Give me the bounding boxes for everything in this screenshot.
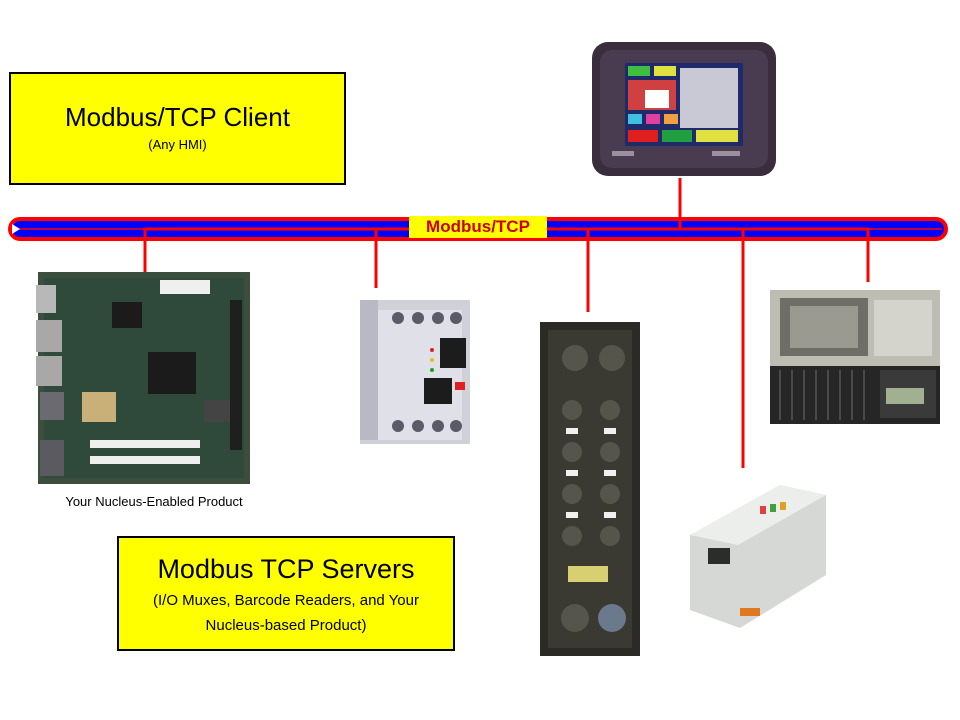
din-rail-gateway-image: [360, 300, 470, 444]
servers-subtitle-line1: (I/O Muxes, Barcode Readers, and Your: [153, 592, 419, 609]
product-caption: Your Nucleus-Enabled Product: [65, 494, 243, 509]
io-coupler-image: [690, 485, 826, 628]
drop-line-board: [143, 227, 410, 275]
client-title: Modbus/TCP Client: [65, 102, 290, 132]
bus-label: Modbus/TCP: [409, 216, 547, 238]
servers-title: Modbus TCP Servers: [157, 554, 415, 584]
client-subtitle: (Any HMI): [148, 137, 207, 152]
io-mux-block-image: [540, 322, 640, 656]
servers-box: Modbus TCP Servers (I/O Muxes, Barcode R…: [117, 536, 455, 651]
barcode-reader-image: [770, 290, 940, 424]
client-box: Modbus/TCP Client (Any HMI): [9, 72, 346, 185]
hmi-panel-image: [592, 42, 776, 176]
drop-line-barcode: [547, 227, 870, 282]
embedded-board-image: [36, 272, 250, 484]
drop-lines: [143, 178, 870, 468]
servers-subtitle-line2: Nucleus-based Product): [205, 617, 367, 634]
